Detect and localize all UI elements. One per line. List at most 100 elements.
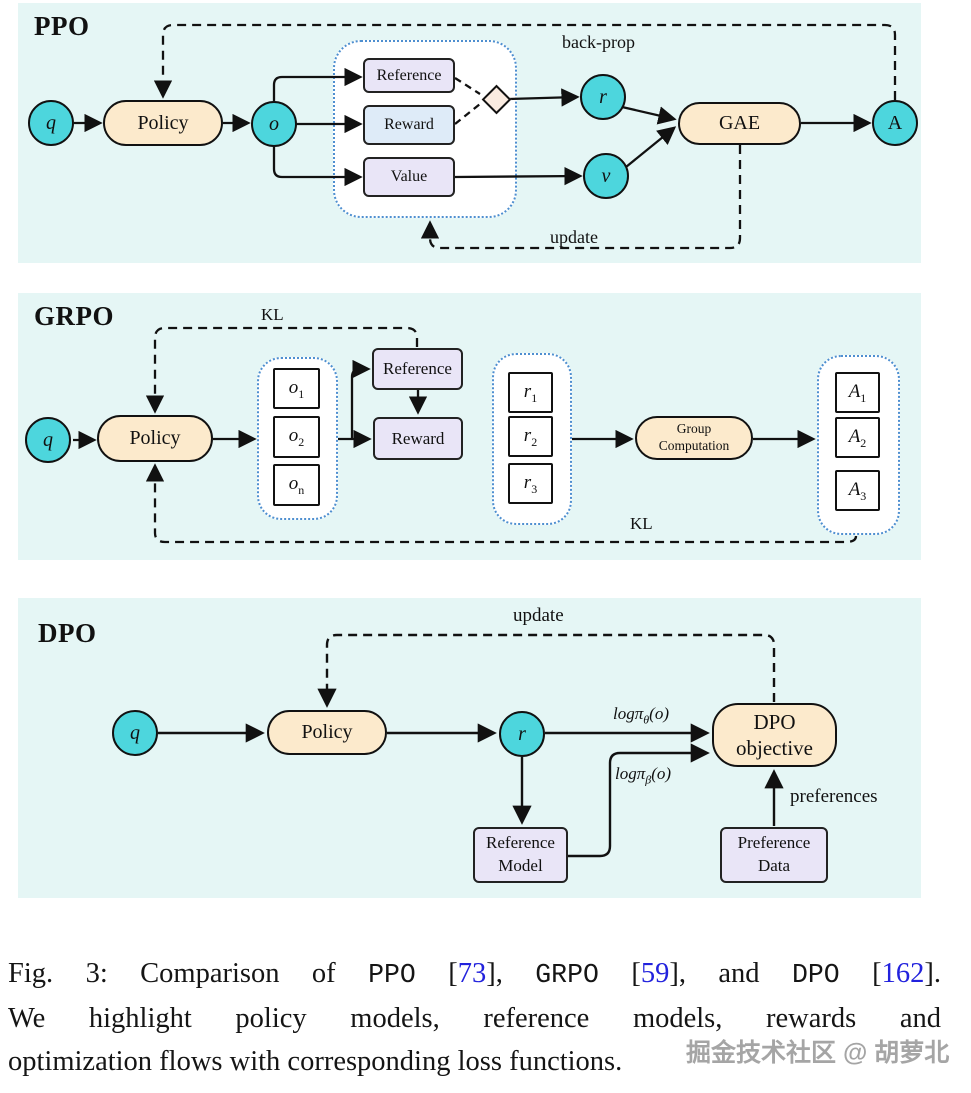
r1-main: r	[523, 380, 532, 402]
log-theta-sub: θ	[643, 712, 650, 727]
dpo-q-label: q	[130, 721, 140, 744]
dpo-log-beta-label: logπβ(o)	[615, 764, 671, 785]
log-theta-pre: logπ	[613, 704, 644, 723]
reference-model-line1: Reference	[486, 833, 555, 853]
ppo-connectors	[74, 23, 897, 250]
grpo-output-o2: o2	[273, 416, 320, 458]
group-line2: Computation	[658, 438, 730, 453]
log-beta-post: (o)	[651, 764, 672, 783]
grpo-output-o1: o1	[273, 368, 320, 409]
figure-caption: Fig. 3: Comparison of PPO [73], GRPO [59…	[8, 952, 941, 1083]
r1-sub: 1	[531, 390, 538, 405]
o2-sub: 2	[298, 434, 305, 449]
r2-main: r	[523, 424, 532, 446]
log-beta-pre: logπ	[615, 764, 646, 783]
grpo-node-q: q	[25, 417, 71, 463]
on-main: o	[288, 473, 299, 495]
ppo-value-label: Value	[390, 168, 428, 185]
dpo-node-q: q	[112, 710, 158, 756]
grpo-reward-r2: r2	[508, 416, 553, 457]
grpo-advantage-a1: A1	[835, 372, 880, 413]
caption-bracket: [	[839, 958, 882, 989]
grpo-node-reward: Reward	[373, 417, 463, 460]
caption-bracket: [	[415, 958, 458, 989]
grpo-reward-r1: r1	[508, 372, 553, 413]
ppo-gae-label: GAE	[718, 112, 761, 134]
preference-data-line2: Data	[757, 856, 791, 875]
grpo-reward-r3: r3	[508, 463, 553, 504]
grpo-reward-label: Reward	[391, 428, 445, 448]
grpo-output-on: on	[273, 464, 320, 506]
ppo-node-v: v	[583, 153, 629, 199]
r3-label: r3	[524, 473, 537, 495]
reference-model-line2: Model	[498, 856, 543, 875]
r3-main: r	[523, 471, 532, 493]
grpo-kl-bottom-label: KL	[630, 514, 653, 533]
grpo-node-reference: Reference	[372, 348, 463, 390]
ppo-a-label: A	[887, 111, 903, 134]
dpo-title: DPO	[38, 618, 97, 648]
caption-bracket: ].	[924, 958, 941, 989]
ppo-title: PPO	[34, 11, 90, 41]
caption-line-3: optimization flows with corresponding lo…	[8, 1046, 623, 1077]
ppo-node-a: A	[872, 100, 918, 146]
grpo-reference-label: Reference	[383, 359, 452, 378]
citation-162: 162	[881, 958, 925, 989]
a1-main: A	[848, 380, 861, 402]
ppo-node-gae: GAE	[678, 102, 801, 145]
grpo-connectors	[73, 326, 858, 544]
a1-label: A1	[849, 382, 867, 404]
ppo-policy-label: Policy	[137, 111, 189, 134]
ppo-node-o: o	[251, 101, 297, 147]
o2-label: o2	[289, 426, 305, 448]
o1-label: o1	[289, 378, 305, 400]
dpo-node-r: r	[499, 711, 545, 757]
log-beta-sub: β	[645, 772, 652, 787]
ppo-v-label: v	[601, 164, 611, 187]
a2-main: A	[848, 425, 861, 447]
grpo-panel: GRPO q Policy o1 o2 on Reference Reward …	[18, 293, 921, 560]
grpo-advantage-a3: A3	[835, 470, 880, 511]
dpo-connectors	[158, 633, 784, 858]
o1-sub: 1	[298, 386, 305, 401]
caption-ppo-mono: PPO	[368, 960, 416, 990]
dpo-update-label: update	[513, 605, 564, 626]
caption-line-2: We highlight policy models, reference mo…	[8, 1003, 941, 1034]
ppo-node-value: Value	[363, 157, 455, 197]
caption-text: Fig. 3: Comparison of	[8, 958, 369, 989]
group-line1: Group	[676, 421, 712, 437]
ppo-node-reference: Reference	[363, 58, 455, 93]
grpo-kl-top-label: KL	[261, 305, 284, 324]
ppo-node-q: q	[28, 100, 74, 146]
dpo-log-theta-label: logπθ(o)	[613, 704, 669, 725]
on-label: on	[289, 474, 305, 496]
caption-grpo-mono: GRPO	[535, 960, 599, 990]
citation-73: 73	[457, 958, 487, 989]
a1-sub: 1	[860, 390, 867, 405]
watermark: 掘金技术社区 @ 胡萝北	[686, 1039, 950, 1067]
ppo-reference-label: Reference	[376, 66, 442, 84]
r1-label: r1	[524, 382, 537, 404]
caption-bracket: ], and	[669, 958, 792, 989]
caption-line-1: Fig. 3: Comparison of PPO [73], GRPO [59…	[8, 952, 941, 997]
grpo-node-policy: Policy	[97, 415, 213, 462]
o1-main: o	[288, 376, 299, 398]
dpo-preferences-label: preferences	[790, 786, 878, 807]
grpo-title: GRPO	[34, 301, 114, 331]
dpo-objective-line1: DPO	[753, 709, 796, 734]
r3-sub: 3	[531, 481, 538, 496]
ppo-node-r: r	[580, 74, 626, 120]
dpo-r-label: r	[518, 722, 526, 745]
ppo-node-reward: Reward	[363, 105, 455, 145]
preference-data-line1: Preference	[737, 833, 811, 853]
ppo-r-label: r	[599, 85, 607, 108]
a3-label: A3	[849, 480, 867, 502]
